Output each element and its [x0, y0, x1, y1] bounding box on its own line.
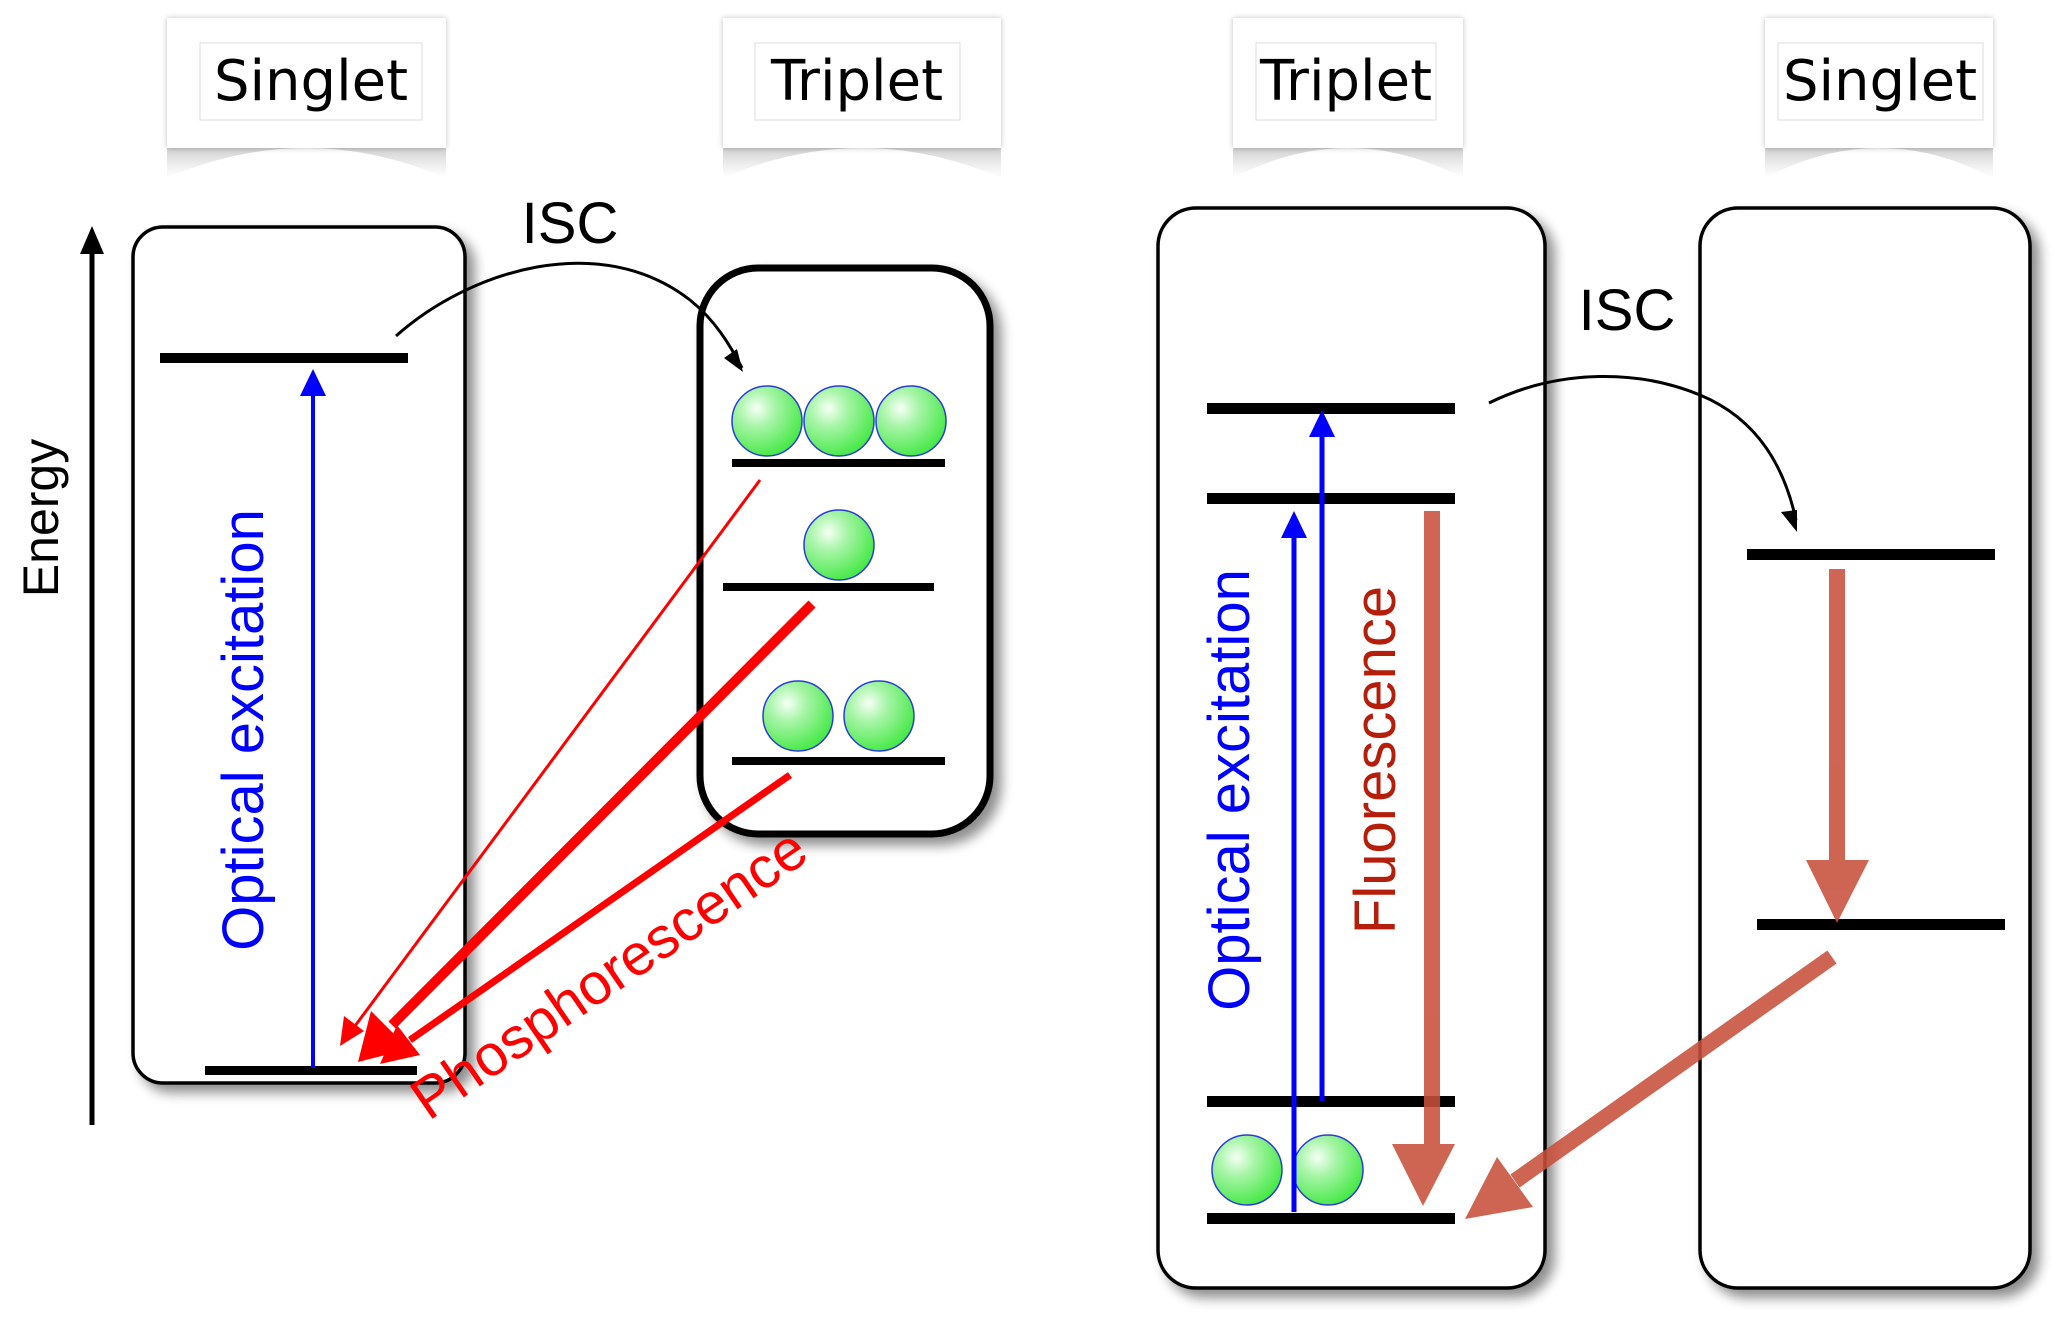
header-tab-right-singlet: Singlet: [1765, 18, 1993, 178]
left-excitation-arrowhead-icon: [300, 369, 326, 396]
left-triplet-level-middle: [723, 583, 934, 591]
particle: [1292, 1134, 1364, 1206]
singlet-to-triplet-arrowhead-icon: [1465, 1157, 1533, 1219]
header-label-triplet: Triplet: [770, 49, 943, 114]
right-excitation-label: Optical excitation: [1197, 569, 1262, 1011]
left-isc-arc: [395, 261, 744, 369]
left-isc-arrowhead-icon: [724, 349, 743, 372]
phosphorescence-arrow-weak: [350, 479, 762, 1031]
right-triplet-level-lower-1: [1207, 1213, 1455, 1224]
left-singlet-box: [131, 225, 467, 1085]
particle: [762, 680, 834, 752]
left-singlet-excited-level: [160, 353, 408, 363]
particle: [803, 385, 875, 457]
tab-label-box: [1777, 42, 1984, 121]
header-label-triplet: Triplet: [1259, 49, 1432, 114]
phosphorescence-arrowhead-weak-icon: [340, 1016, 364, 1046]
right-triplet-lower-particles: [1211, 1134, 1364, 1206]
header-tab-right-triplet: Triplet: [1233, 18, 1463, 178]
right-singlet-level-upper: [1747, 549, 1995, 560]
left-triplet-upper-particles: [731, 385, 947, 457]
left-triplet-middle-particles: [803, 509, 875, 581]
right-singlet-box: [1698, 206, 2032, 1290]
right-excitation-arrowhead-2-icon: [1309, 410, 1335, 437]
fluorescence-arrow-shaft: [1424, 511, 1440, 1151]
fluorescence-arrowhead-icon: [1392, 1144, 1455, 1206]
left-triplet-level-lower: [732, 757, 945, 765]
right-excitation-arrowhead-1-icon: [1281, 511, 1307, 538]
particle: [1211, 1134, 1283, 1206]
header-label-singlet: Singlet: [214, 49, 408, 114]
phosphorescence-arrows: [340, 479, 816, 1064]
right-triplet-level-lower-2: [1207, 1096, 1455, 1107]
right-isc-label: ISC: [1579, 278, 1676, 343]
right-triplet-level-upper-1: [1207, 493, 1455, 504]
tab-label-box: [199, 42, 423, 121]
left-triplet-level-upper: [732, 459, 945, 467]
left-singlet-ground-level: [205, 1066, 417, 1075]
header-label-singlet: Singlet: [1783, 49, 1977, 114]
energy-axis: Energy: [13, 226, 104, 1125]
singlet-relaxation-arrow: [1806, 569, 1869, 923]
left-excitation-label: Optical excitation: [211, 509, 276, 951]
singlet-to-triplet-arrow-shaft: [1510, 950, 1837, 1188]
particle: [875, 385, 947, 457]
particle: [843, 680, 915, 752]
particle: [731, 385, 803, 457]
right-isc-arrowhead-icon: [1781, 510, 1797, 532]
singlet-relaxation-arrowhead-icon: [1806, 860, 1869, 923]
right-triplet-level-upper-2: [1207, 403, 1455, 414]
phosphorescence-arrow-strong: [388, 600, 816, 1029]
right-isc-arc: [1488, 374, 1798, 521]
energy-axis-arrowhead-icon: [80, 226, 104, 254]
right-triplet-box: [1156, 206, 1547, 1290]
header-tab-left-triplet: Triplet: [723, 18, 1001, 178]
energy-axis-label: Energy: [13, 439, 69, 597]
singlet-to-triplet-arrow: [1465, 950, 1837, 1219]
right-panel: Optical excitation Fluorescence ISC: [1156, 206, 2032, 1290]
phosphorescence-arrow-medium: [407, 772, 793, 1043]
left-panel: Optical excitation ISC: [131, 191, 994, 1132]
tab-label-box: [1255, 42, 1437, 121]
tab-label-box: [754, 42, 961, 121]
left-triplet-lower-particles: [762, 680, 915, 752]
fluorescence-label: Fluorescence: [1343, 586, 1408, 934]
left-isc-label: ISC: [522, 191, 619, 256]
phosphorescence-arrowhead-medium-icon: [380, 1025, 420, 1064]
particle: [803, 509, 875, 581]
singlet-relaxation-arrow-shaft: [1829, 569, 1845, 865]
header-tab-left-singlet: Singlet: [167, 18, 446, 178]
fluorescence-arrow: [1392, 511, 1455, 1206]
right-singlet-level-lower: [1757, 919, 2005, 930]
